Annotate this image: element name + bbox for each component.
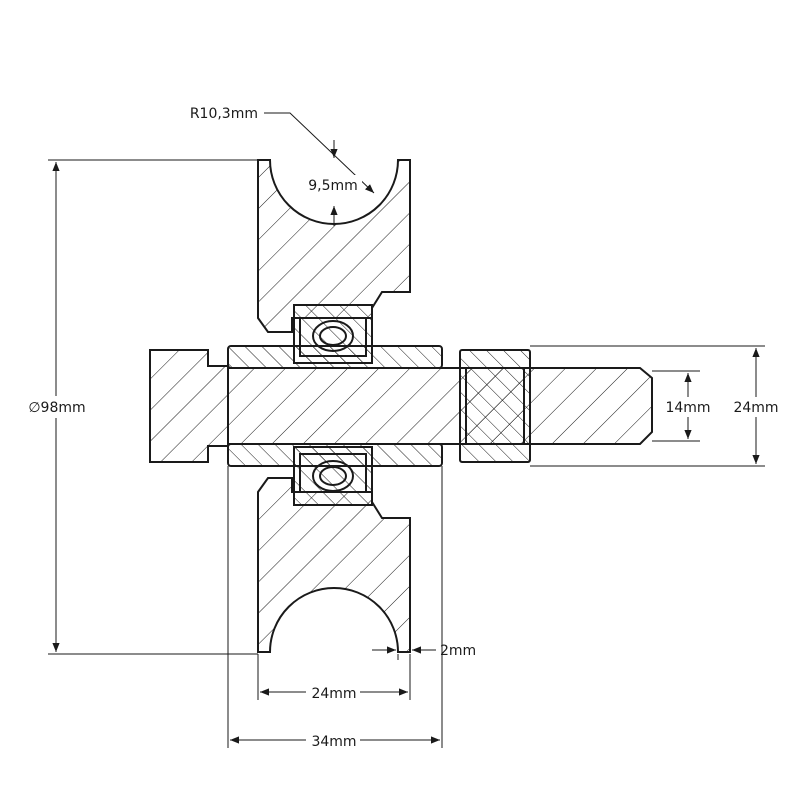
- axle-diameter-label: 14mm: [665, 400, 710, 416]
- nut-label-bg: [728, 397, 784, 417]
- groove-depth-label-bg: [304, 175, 362, 195]
- bolt-shaft: [227, 367, 653, 445]
- dim-leader-radius: [264, 112, 375, 194]
- nut-bore: [465, 367, 525, 445]
- radius-label: R10,3mm: [190, 106, 258, 122]
- diameter-label: ∅98mm: [28, 400, 85, 416]
- diameter-label-bg: [24, 396, 90, 418]
- axle-label-bg: [662, 397, 714, 417]
- bolt-head: [149, 349, 229, 463]
- washer-upper: [227, 345, 443, 369]
- wheel-width-label-bg: [306, 683, 360, 703]
- overall-width-label-bg: [306, 731, 360, 751]
- wheel-width-label: 24mm: [311, 686, 356, 702]
- overall-width-label: 34mm: [311, 734, 356, 750]
- washer-lower: [227, 443, 443, 467]
- flange-label: 2mm: [440, 643, 476, 659]
- wheel-lower-body: [257, 477, 411, 653]
- nut-height-label: 24mm: [733, 400, 778, 416]
- wheel-upper-body: [257, 159, 411, 333]
- groove-depth-label: 9,5mm: [308, 178, 358, 194]
